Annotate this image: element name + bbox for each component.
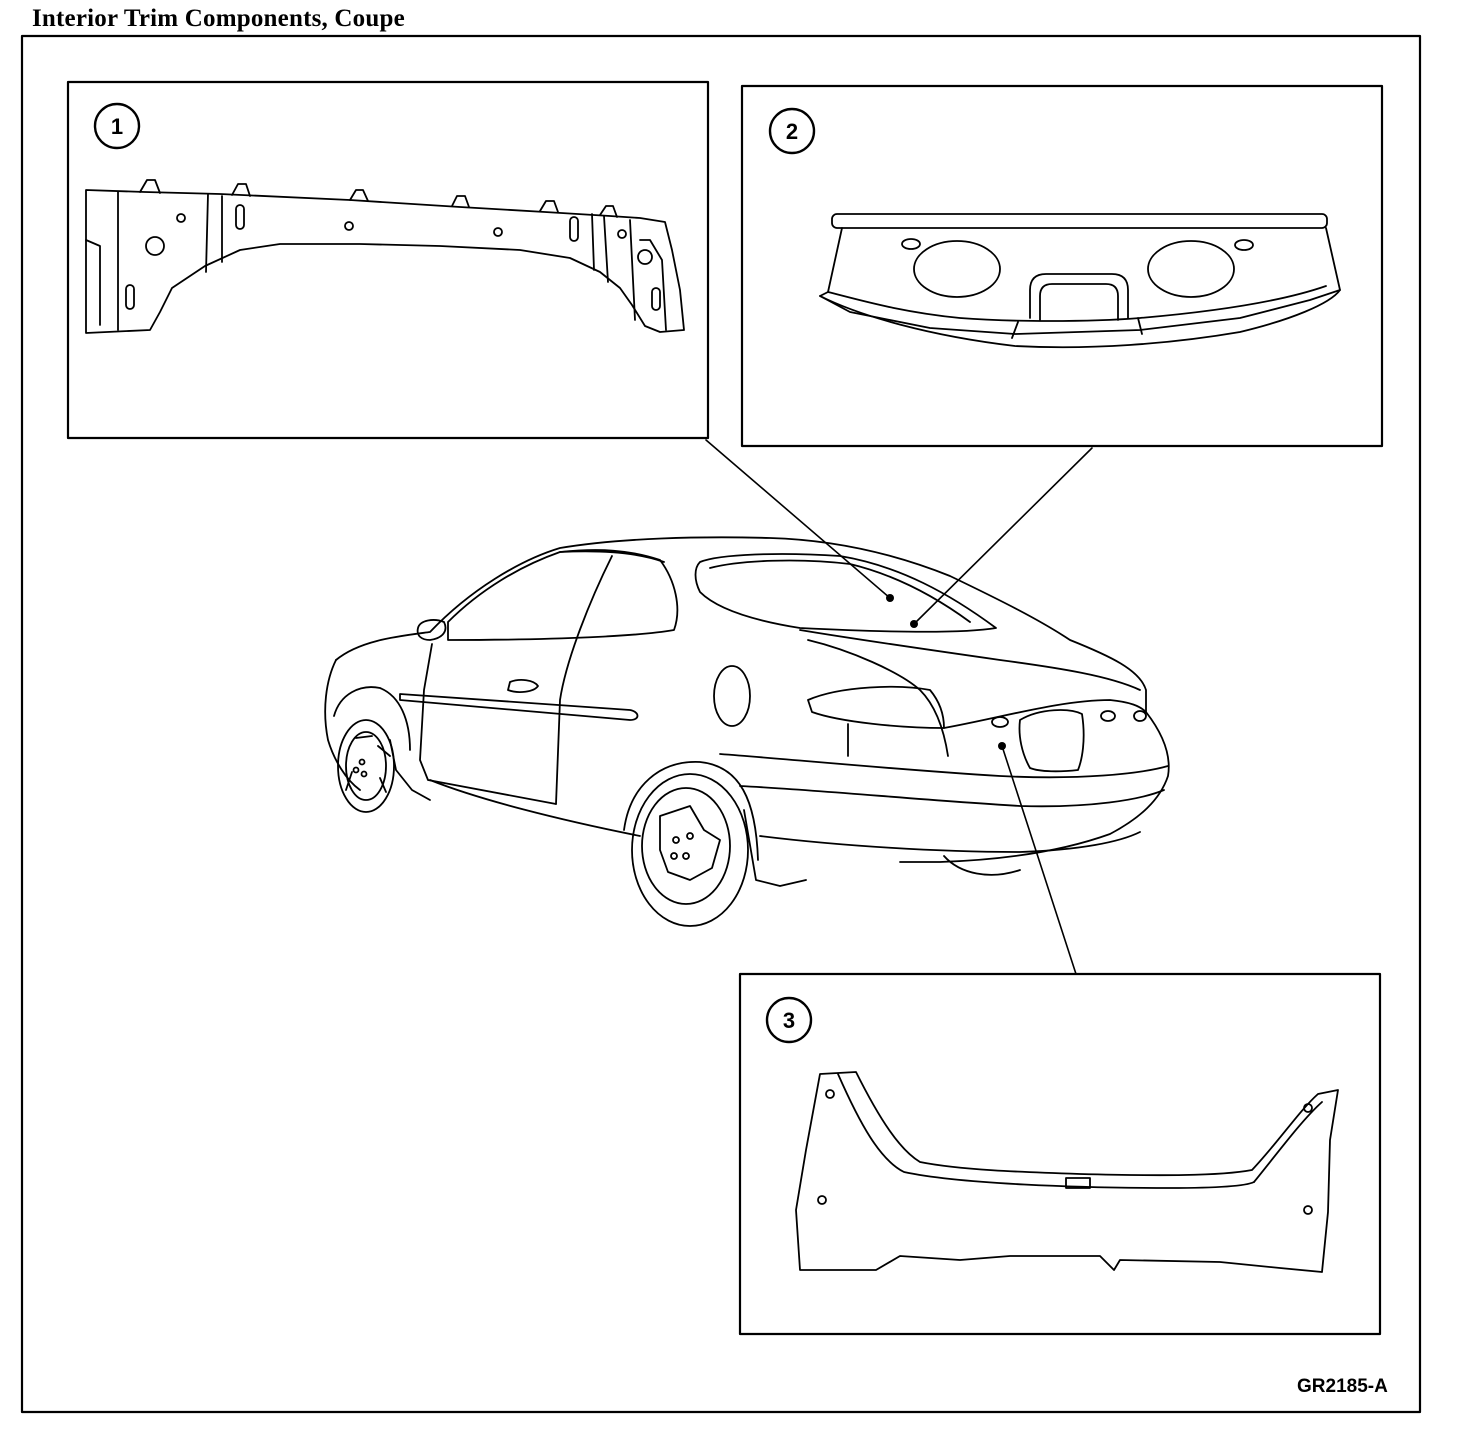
leader-lines <box>705 439 1093 975</box>
callout-label-2: 2 <box>786 119 798 144</box>
leader-dots <box>886 594 1006 750</box>
leader-line-1 <box>705 439 891 599</box>
inset-panel-2: 2 <box>740 84 1384 448</box>
leader-dot-3 <box>998 742 1006 750</box>
coupe-vehicle-icon <box>324 536 1170 927</box>
callout-label-1: 1 <box>111 114 123 139</box>
callout-badge-1: 1 <box>93 102 141 150</box>
inset-panel-1: 1 <box>66 80 710 440</box>
page-title: Interior Trim Components, Coupe <box>32 5 405 32</box>
leader-dot-1 <box>886 594 894 602</box>
callout-badge-2: 2 <box>768 107 816 155</box>
leader-line-2 <box>913 447 1093 625</box>
callout-badge-3: 3 <box>765 996 813 1044</box>
rear-quarter-trim-panel-icon <box>85 179 685 334</box>
outer-frame <box>20 34 1422 1414</box>
figure-id: GR2185-A <box>1297 1376 1388 1397</box>
leader-dot-2 <box>910 620 918 628</box>
inset-panel-3: 3 <box>738 972 1382 1336</box>
luggage-compartment-rear-trim-panel-icon <box>795 1071 1339 1273</box>
leader-line-3 <box>1001 745 1077 975</box>
package-tray-trim-panel-icon <box>819 213 1341 349</box>
callout-label-3: 3 <box>783 1008 795 1033</box>
